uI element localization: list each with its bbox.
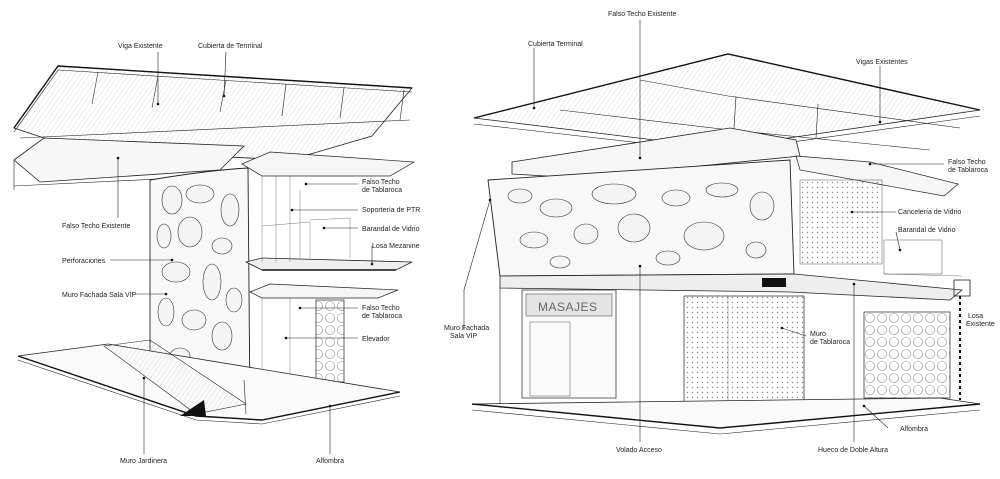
left-ptr-supports (261, 176, 291, 262)
left-leader-dots (116, 94, 374, 408)
right-masajes-sign (525, 293, 613, 317)
label-losa-existente-line1: Losa (968, 313, 983, 320)
label-canceleria-vidrio: Cancelería de Vidrio (898, 209, 961, 216)
label-muro-jardinera: Muro Jardinera (120, 458, 167, 465)
label-falso-techo-tablaroca-right-line1: Falso Techo (948, 159, 986, 166)
label-losa-existente-line2: Existente (966, 321, 995, 328)
right-floor (471, 397, 981, 429)
right-double-height-lattice (863, 311, 951, 399)
label-muro-tablaroca-line2: de Tablaroca (810, 339, 850, 346)
label-losa-mezanine: Losa Mezanine (372, 243, 420, 250)
left-isometric-view: Viga Existente Cubierta de Terminal Fals… (13, 43, 420, 465)
label-barandal-vidrio-right: Barandal de Vidrio (898, 227, 956, 234)
label-falso-techo-tablaroca-1-line1: Falso Techo (362, 179, 400, 186)
right-isometric-view: MASAJES (444, 11, 995, 454)
left-leaders (110, 51, 373, 454)
right-glass-partition (799, 179, 883, 265)
label-volado-acceso: Volado Acceso (616, 447, 662, 454)
label-alfombra-left: Alfombra (316, 458, 344, 465)
label-viga-existente: Viga Existente (118, 43, 163, 50)
label-perforaciones: Perforaciones (62, 258, 106, 265)
left-planter-wall (103, 339, 247, 415)
label-falso-techo-tablaroca-1-line2: de Tablaroca (362, 187, 402, 194)
right-perforated-facade (487, 159, 795, 277)
label-cubierta-terminal: Cubierta de Terminal (198, 43, 263, 50)
right-gypsum-wall (683, 295, 805, 403)
label-falso-techo-existente: Falso Techo Existente (62, 223, 130, 230)
right-leaders (463, 20, 944, 442)
label-muro-fachada-right-line2: Sala VIP (450, 333, 478, 340)
label-vigas-existentes: Vigas Existentes (856, 59, 908, 66)
label-muro-fachada-vip: Muro Fachada Sala VIP (62, 292, 137, 299)
label-falso-techo-existente-right: Falso Techo Existente (608, 11, 676, 18)
label-cubierta-terminal-right: Cubierta Terminal (528, 41, 583, 48)
right-leader-dots (488, 106, 902, 408)
left-gypsum-ceiling-lower (249, 283, 399, 299)
label-hueco-doble-altura: Hueco de Doble Altura (818, 447, 888, 454)
label-elevador: Elevador (362, 336, 390, 343)
right-gypsum-ceiling-side (795, 155, 959, 197)
label-falso-techo-tablaroca-2-line2: de Tablaroca (362, 313, 402, 320)
label-alfombra-right: Alfombra (900, 426, 928, 433)
left-elevator (315, 299, 345, 383)
label-barandal-vidrio: Barandal de Vidrio (362, 226, 420, 233)
right-dark-block (762, 278, 786, 287)
masajes-sign-text: MASAJES (538, 300, 598, 314)
left-existing-false-ceiling (13, 137, 245, 183)
left-gypsum-ceiling-upper (241, 151, 416, 177)
label-muro-tablaroca-line1: Muro (810, 331, 826, 338)
label-falso-techo-tablaroca-2-line1: Falso Techo (362, 305, 400, 312)
label-soporteria-ptr: Soportería de PTR (362, 207, 420, 214)
label-muro-fachada-right-line1: Muro Fachada (444, 325, 489, 332)
left-mezzanine-slab (244, 257, 413, 271)
label-falso-techo-tablaroca-right-line2: de Tablaroca (948, 167, 988, 174)
left-dark-wedge (180, 400, 206, 416)
right-glass-railing (883, 239, 943, 275)
